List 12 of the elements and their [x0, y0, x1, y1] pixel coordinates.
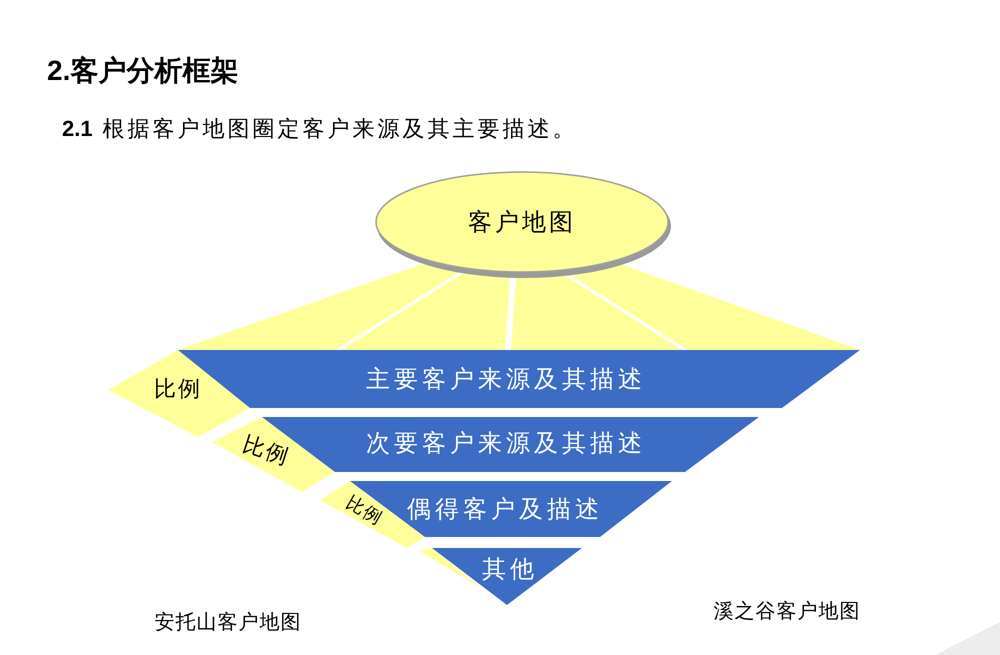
- tier-label: 主要客户来源及其描述: [366, 366, 646, 392]
- tab-label: 比例: [342, 492, 386, 530]
- subtitle: 2.1 根据客户地图圈定客户来源及其主要描述。: [62, 115, 578, 144]
- tier-label: 其他: [482, 556, 538, 582]
- page-title: 2.客户分析框架: [47, 54, 238, 88]
- tab-label: 比例: [239, 433, 293, 471]
- file-label: 安托山客户地图: [154, 608, 302, 636]
- tier-label: 偶得客户及描述: [407, 496, 603, 522]
- file-label: 溪之谷客户地图: [714, 598, 860, 624]
- oval-label: 客户地图: [468, 208, 576, 236]
- tier-label: 次要客户来源及其描述: [366, 430, 646, 456]
- tab-label: 比例: [154, 378, 202, 402]
